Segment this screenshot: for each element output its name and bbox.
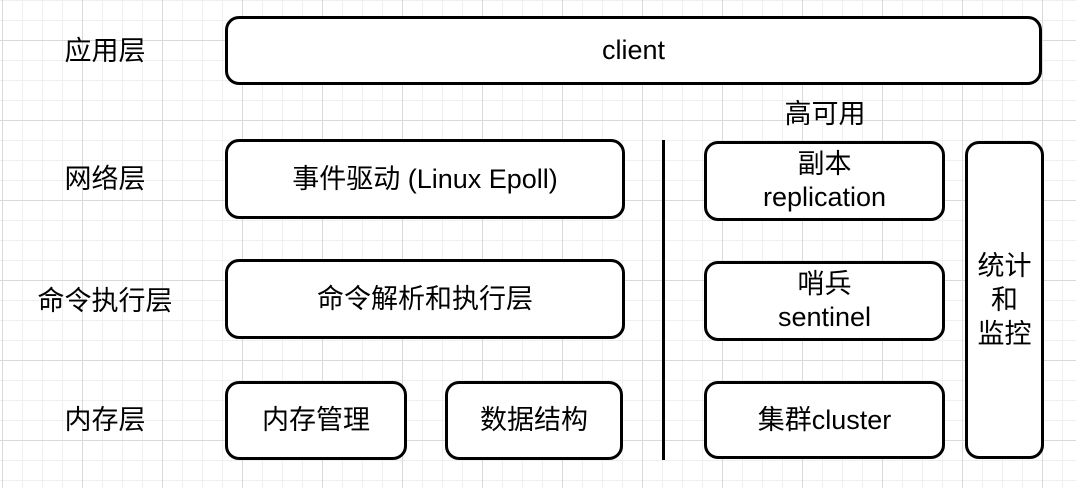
section-divider-line [662,140,665,460]
replication-box-subtitle: replication [762,182,887,212]
memory-management-box: 内存管理 [225,381,407,460]
replication-box: 副本 replication [704,141,945,221]
stats-monitoring-line-1: 统计 [977,251,1032,281]
layer-label-application: 应用层 [64,36,146,66]
client-box-label: client [601,35,666,65]
stats-monitoring-line-2: 和 [991,285,1018,315]
stats-monitoring-line-3: 监控 [977,319,1032,349]
layer-label-network: 网络层 [64,164,146,194]
command-parse-exec-box: 命令解析和执行层 [225,259,625,339]
replication-box-title: 副本 [797,149,852,179]
high-availability-title: 高可用 [784,99,866,129]
event-driven-box-label: 事件驱动 (Linux Epoll) [292,163,558,194]
event-driven-box: 事件驱动 (Linux Epoll) [225,139,625,219]
cluster-box: 集群cluster [704,381,945,459]
layer-label-command-exec: 命令执行层 [37,286,173,316]
sentinel-box-subtitle: sentinel [777,302,872,332]
layer-label-memory: 内存层 [64,405,146,435]
sentinel-box: 哨兵 sentinel [704,261,945,341]
sentinel-box-title: 哨兵 [797,269,852,299]
client-box: client [225,16,1042,85]
command-parse-exec-box-label: 命令解析和执行层 [317,283,533,314]
cluster-box-label: 集群cluster [757,404,892,435]
stats-monitoring-box: 统计 和 监控 [965,141,1044,459]
memory-management-box-label: 内存管理 [262,405,370,435]
data-structure-box-label: 数据结构 [480,405,588,435]
data-structure-box: 数据结构 [445,381,623,460]
